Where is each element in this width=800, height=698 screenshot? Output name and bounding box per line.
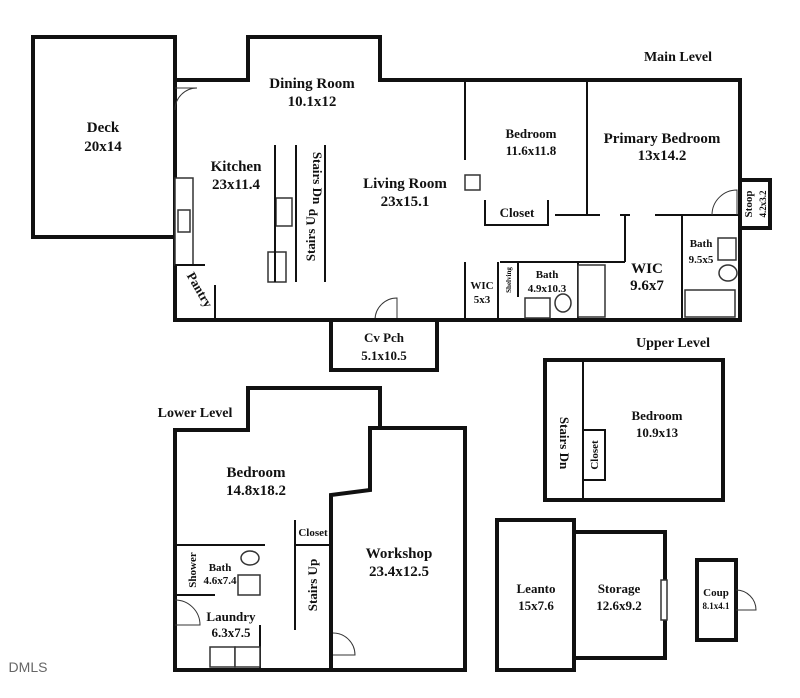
toilet-icon	[554, 293, 572, 313]
room-size: 6.3x7.5	[212, 625, 252, 640]
level-label-upper: Upper Level	[636, 336, 710, 351]
room-size: 11.6x11.8	[506, 143, 557, 158]
room-size: 15x7.6	[518, 598, 554, 613]
room-size: 23x15.1	[381, 194, 430, 210]
room-size: 12.6x9.2	[596, 598, 642, 613]
toilet-icon	[718, 264, 738, 282]
door-swing-icon	[174, 599, 201, 626]
room-name: Shower	[187, 552, 199, 588]
room-name: Bath	[209, 562, 232, 574]
fridge-icon	[267, 251, 287, 283]
stove-icon	[275, 197, 293, 227]
sink-icon	[717, 237, 737, 261]
room-name: Leanto	[517, 581, 556, 596]
room-name: Bedroom	[505, 126, 556, 141]
room-name: Closet	[589, 440, 601, 470]
room-size: 4.2x3.2	[758, 190, 768, 218]
door-swing-icon	[374, 297, 398, 321]
door-swing-icon	[735, 589, 757, 611]
door-swing-icon	[711, 189, 738, 216]
covered-porch	[329, 318, 439, 372]
tub-icon	[577, 264, 606, 318]
stairs-label: Stairs Up	[303, 209, 318, 261]
room-name: Primary Bedroom	[604, 131, 721, 147]
watermark: DMLS	[9, 659, 48, 675]
room-name: Bedroom	[631, 408, 682, 423]
room-size: 13x14.2	[638, 148, 687, 164]
stairs-label: Stairs Up	[305, 559, 320, 611]
deck	[31, 35, 177, 239]
room-size: 14.8x18.2	[226, 483, 286, 499]
room-name: Kitchen	[211, 159, 262, 175]
door-swing-icon	[174, 87, 198, 111]
room-name: Living Room	[363, 176, 447, 192]
room-size: 20x14	[84, 139, 122, 155]
room-name: Stoop	[743, 191, 755, 218]
room-name: Bedroom	[227, 465, 286, 481]
room-name: WIC	[631, 261, 663, 277]
stairs-label: Stairs Dn	[310, 152, 325, 205]
room-name: WIC	[470, 280, 493, 292]
washer-icon	[209, 646, 236, 668]
room-name: Workshop	[366, 546, 433, 562]
stairs-label: Stairs Dn	[557, 417, 572, 470]
room-name: Cv Pch	[364, 330, 405, 345]
room-name: Bath	[690, 238, 713, 250]
room-name: Closet	[298, 527, 328, 539]
level-label-main: Main Level	[644, 50, 712, 65]
room-size: 4.6x7.4	[204, 575, 238, 587]
room-size: 5x3	[474, 294, 491, 306]
coup	[695, 558, 738, 642]
room-size: 5.1x10.5	[361, 348, 407, 363]
sink-icon	[524, 297, 551, 319]
room-size: 4.9x10.3	[528, 283, 567, 295]
level-label-lower: Lower Level	[158, 406, 233, 421]
toilet-icon	[240, 550, 260, 566]
room-name: Coup	[703, 587, 729, 599]
workshop	[329, 426, 467, 672]
room-size: 8.1x4.1	[703, 601, 731, 611]
room-size: 23.4x12.5	[369, 564, 429, 580]
room-size: 10.9x13	[636, 425, 679, 440]
upper-level-outline	[543, 358, 725, 502]
room-name: Storage	[598, 581, 641, 596]
sink-icon	[237, 574, 261, 596]
room-name: Shelving	[505, 267, 513, 293]
room-size: 9.5x5	[689, 254, 714, 266]
room-name: Deck	[87, 120, 120, 136]
room-name: Laundry	[206, 609, 256, 624]
dryer-icon	[234, 646, 261, 668]
room-name: Closet	[500, 205, 535, 220]
room-size: 9.6x7	[630, 278, 664, 294]
stoop	[738, 178, 772, 230]
door-swing-icon	[332, 632, 356, 656]
sink-icon	[464, 174, 481, 191]
room-name: Bath	[536, 269, 559, 281]
room-name: Dining Room	[269, 76, 355, 92]
tub-icon	[684, 289, 736, 318]
sink-icon	[177, 209, 191, 233]
room-size: 10.1x12	[288, 94, 337, 110]
room-name: Pantry	[184, 269, 216, 310]
room-size: 23x11.4	[212, 177, 260, 193]
